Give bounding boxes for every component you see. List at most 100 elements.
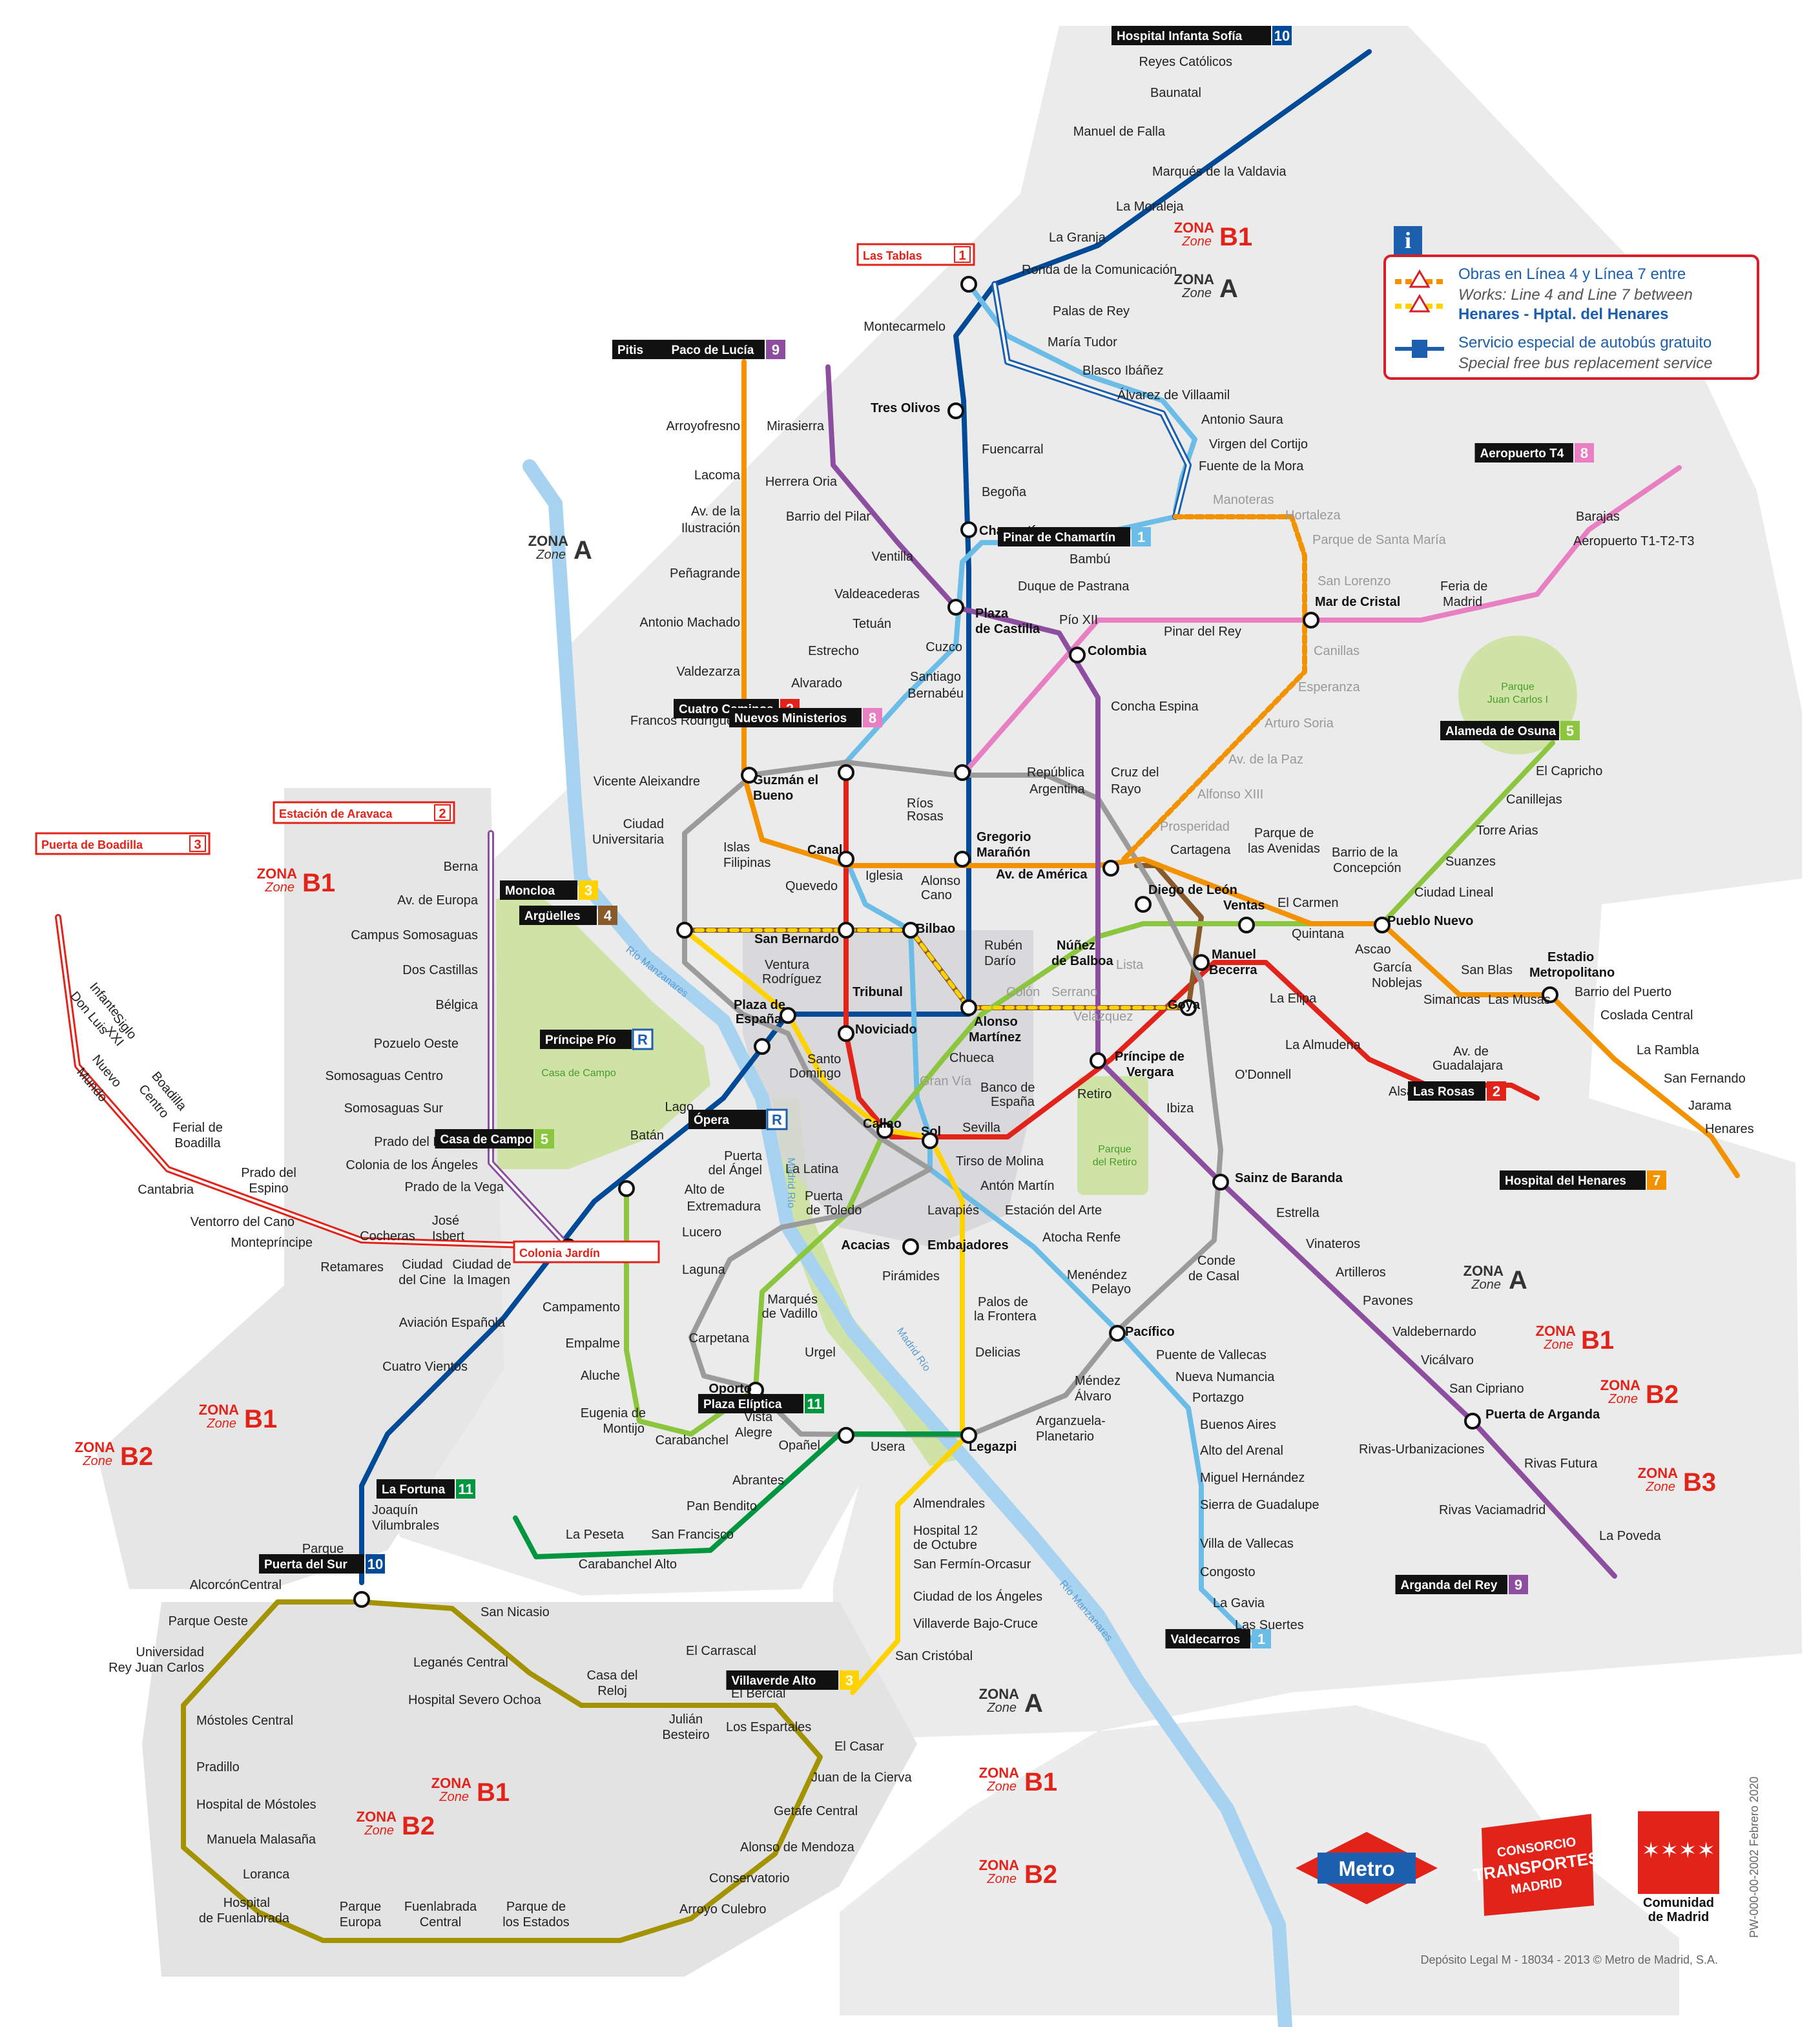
station-label[interactable]: Ferial de	[172, 1121, 223, 1135]
station-label[interactable]: La Gavia	[1213, 1596, 1265, 1610]
station-label[interactable]: Oporto	[708, 1382, 752, 1396]
station-label[interactable]: Lacoma	[694, 468, 741, 483]
station-label[interactable]: Cantabria	[138, 1183, 194, 1197]
station-label[interactable]: las Avenidas	[1248, 842, 1320, 856]
station-label[interactable]: Marañón	[977, 846, 1030, 860]
station-label[interactable]: Vicálvaro	[1421, 1353, 1474, 1367]
station-label[interactable]: Iglesia	[865, 869, 904, 883]
station-label[interactable]: Conde	[1197, 1254, 1236, 1268]
station-label[interactable]: Hospital de Móstoles	[196, 1798, 316, 1812]
station-label[interactable]: San Cristóbal	[895, 1649, 973, 1663]
station-label[interactable]: Central	[420, 1915, 461, 1929]
station-label[interactable]: Antonio Saura	[1201, 413, 1284, 427]
station-label[interactable]: Rivas-Urbanizaciones	[1359, 1442, 1485, 1457]
station-label[interactable]: Puente de Vallecas	[1156, 1348, 1267, 1362]
station-label[interactable]: Bernabéu	[907, 687, 964, 701]
station-label[interactable]: Ronda de la Comunicación	[1022, 263, 1177, 277]
station-label[interactable]: de Balboa	[1051, 954, 1113, 968]
station-label[interactable]: Madrid	[1443, 595, 1482, 609]
station-label[interactable]: Montecarmelo	[863, 320, 946, 334]
station-label[interactable]: Eugenia de	[581, 1406, 646, 1420]
station-label[interactable]: Artilleros	[1336, 1265, 1386, 1280]
station-label[interactable]: Núñez	[1057, 939, 1095, 953]
station-label[interactable]: Las Suertes	[1235, 1618, 1304, 1632]
station-label[interactable]: Blasco Ibáñez	[1082, 364, 1164, 378]
station-label[interactable]: Pueblo Nuevo	[1387, 914, 1473, 928]
station-label[interactable]: Cruz del	[1111, 765, 1159, 780]
station-label[interactable]: Ventas	[1223, 899, 1265, 913]
station-label[interactable]: Menéndez	[1067, 1268, 1127, 1282]
station-label[interactable]: Colón	[1006, 985, 1040, 999]
station-label[interactable]: La Granja	[1049, 231, 1106, 245]
station-label[interactable]: Av. de América	[996, 868, 1088, 882]
station-label[interactable]: Congosto	[1200, 1565, 1256, 1579]
station-label[interactable]: Estación del Arte	[1005, 1203, 1102, 1218]
station-label[interactable]: Valdeacederas	[834, 587, 920, 601]
interchange-dot[interactable]	[947, 402, 964, 419]
station-label[interactable]: de Casal	[1188, 1269, 1239, 1284]
station-label[interactable]: Tres Olivos	[871, 401, 940, 415]
station-label[interactable]: Vista	[744, 1410, 773, 1424]
station-label[interactable]: Puerta de Arganda	[1485, 1408, 1600, 1422]
station-label[interactable]: Barrio de la	[1332, 846, 1398, 860]
interchange-dot[interactable]	[838, 1025, 854, 1042]
station-label[interactable]: Cano	[921, 888, 952, 902]
station-label[interactable]: Metropolitano	[1529, 966, 1615, 980]
station-label[interactable]: Reyes Católicos	[1139, 55, 1232, 69]
station-label[interactable]: La Latina	[785, 1162, 839, 1176]
station-label[interactable]: Av. de Europa	[397, 893, 479, 908]
interchange-dot[interactable]	[954, 764, 971, 781]
station-label[interactable]: Usera	[871, 1440, 905, 1454]
station-label[interactable]: Av. de la	[691, 504, 741, 519]
station-label[interactable]: La Rambla	[1637, 1043, 1700, 1057]
station-label[interactable]: María Tudor	[1048, 335, 1117, 349]
station-label[interactable]: Mirasierra	[767, 419, 825, 433]
station-label[interactable]: Rosas	[907, 809, 944, 824]
station-label[interactable]: Manuel	[1212, 948, 1256, 962]
station-label[interactable]: Gregorio	[977, 830, 1031, 844]
station-label[interactable]: Colonia de los Ángeles	[346, 1158, 478, 1172]
station-label[interactable]: Barajas	[1576, 510, 1620, 524]
station-label[interactable]: Loranca	[243, 1867, 290, 1882]
station-label[interactable]: Palos de	[978, 1295, 1028, 1309]
light-rail-box-2[interactable]: Colonia Jardín	[513, 1240, 660, 1263]
station-label[interactable]: Martínez	[969, 1030, 1021, 1045]
station-label[interactable]: de Octubre	[913, 1538, 977, 1552]
station-label[interactable]: Islas	[723, 840, 750, 855]
station-label[interactable]: Méndez	[1075, 1374, 1121, 1388]
station-label[interactable]: Retamares	[320, 1260, 384, 1274]
station-label[interactable]: Planetario	[1036, 1429, 1094, 1444]
interchange-dot[interactable]	[741, 767, 758, 784]
station-label[interactable]: Cartagena	[1170, 843, 1231, 857]
station-label[interactable]: Plaza de	[734, 998, 785, 1012]
station-label[interactable]: Noviciado	[855, 1023, 917, 1037]
station-label[interactable]: José	[432, 1214, 459, 1228]
station-label[interactable]: Alegre	[735, 1426, 772, 1440]
station-label[interactable]: Bambú	[1070, 552, 1110, 567]
station-label[interactable]: de Castilla	[975, 622, 1040, 636]
station-label[interactable]: Embajadores	[927, 1238, 1009, 1253]
station-label[interactable]: Guzmán el	[753, 773, 818, 787]
station-label[interactable]: Arturo Soria	[1265, 716, 1334, 731]
interchange-dot[interactable]	[922, 1132, 938, 1149]
interchange-dot[interactable]	[780, 1007, 796, 1024]
station-label[interactable]: Manuela Malasaña	[207, 1833, 316, 1847]
station-label[interactable]: San Blas	[1461, 963, 1513, 977]
station-label[interactable]: Atocha Renfe	[1042, 1231, 1121, 1245]
station-label[interactable]: Universitaria	[592, 833, 665, 847]
station-label[interactable]: Pelayo	[1091, 1282, 1131, 1296]
station-label[interactable]: Pan Bendito	[687, 1499, 757, 1513]
station-label[interactable]: Fuencarral	[982, 442, 1044, 457]
station-label[interactable]: Arroyofresno	[667, 419, 741, 433]
station-label[interactable]: Leganés Central	[413, 1656, 508, 1670]
station-label[interactable]: Almendrales	[913, 1497, 985, 1511]
station-label[interactable]: Herrera Oria	[765, 475, 838, 489]
station-label[interactable]: Henares	[1705, 1122, 1754, 1136]
station-label[interactable]: Virgen del Cortijo	[1209, 437, 1308, 452]
station-label[interactable]: Besteiro	[662, 1728, 709, 1742]
station-label[interactable]: España	[736, 1012, 782, 1026]
station-label[interactable]: Pradillo	[196, 1760, 240, 1774]
